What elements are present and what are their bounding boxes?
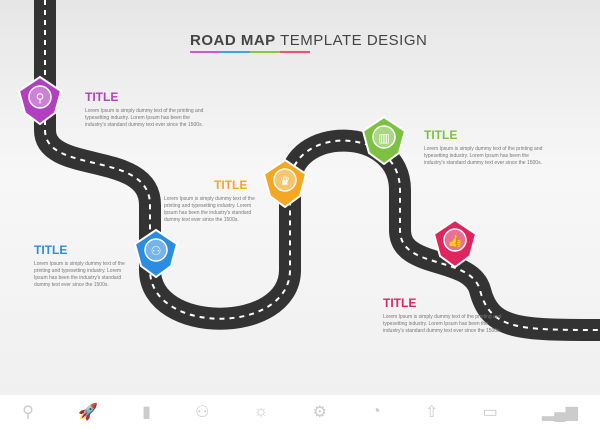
key-icon: ⚲ — [22, 404, 34, 421]
rocket-icon: 🚀 — [78, 404, 98, 421]
pin-4: ▥ — [361, 115, 407, 166]
hierarchy-icon: ⚇ — [151, 244, 162, 258]
bar-chart-icon: ▂▄▆ — [541, 404, 578, 421]
step-title: TITLE — [383, 296, 417, 310]
step-text: Lorem Ipsum is simply dummy text of the … — [424, 146, 543, 166]
page-title: ROAD MAP TEMPLATE DESIGN — [190, 32, 427, 53]
pin-2: ⚇ — [133, 228, 179, 279]
step-title: TITLE — [34, 243, 68, 257]
monitor-icon: ▭ — [482, 404, 498, 421]
bulb-icon: ☼ — [253, 403, 269, 420]
notebook-icon: ▮ — [142, 404, 151, 421]
gears-icon: ⚙ — [312, 404, 327, 421]
pie-icon: ◔ — [371, 403, 381, 420]
trophy-icon: ♛ — [280, 174, 291, 188]
step-1: TITLE Lorem Ipsum is simply dummy text of… — [85, 90, 210, 129]
step-text: Lorem Ipsum is simply dummy text of the … — [164, 196, 255, 223]
magnifier-icon: ⚲ — [36, 91, 45, 105]
title-light: TEMPLATE DESIGN — [280, 32, 428, 49]
hierarchy-icon: ⚇ — [195, 404, 210, 421]
pin-1: ⚲ — [17, 75, 63, 126]
color-bar — [190, 51, 310, 53]
step-title: TITLE — [85, 90, 119, 104]
step-3: TITLE Lorem Ipsum is simply dummy text of… — [164, 178, 260, 224]
step-text: Lorem Ipsum is simply dummy text of the … — [34, 261, 125, 288]
step-title: TITLE — [424, 128, 458, 142]
pin-5: 👍 — [432, 218, 478, 269]
chart-icon: ▥ — [378, 131, 389, 145]
pin-3: ♛ — [262, 158, 308, 209]
footer-icons: ⚲ 🚀 ▮ ⚇ ☼ ⚙ ◔ ⇧ ▭ ▂▄▆ — [0, 395, 600, 429]
step-2: TITLE Lorem Ipsum is simply dummy text of… — [34, 243, 130, 289]
thumbs-up-icon: 👍 — [448, 234, 463, 248]
title-bold: ROAD MAP — [190, 32, 276, 49]
step-text: Lorem Ipsum is simply dummy text of the … — [85, 108, 204, 128]
step-4: TITLE Lorem Ipsum is simply dummy text of… — [424, 128, 549, 167]
growth-arrow-icon: ⇧ — [425, 404, 439, 421]
step-title: TITLE — [214, 178, 248, 192]
step-5: TITLE Lorem Ipsum is simply dummy text of… — [383, 296, 508, 335]
step-text: Lorem Ipsum is simply dummy text of the … — [383, 314, 502, 334]
